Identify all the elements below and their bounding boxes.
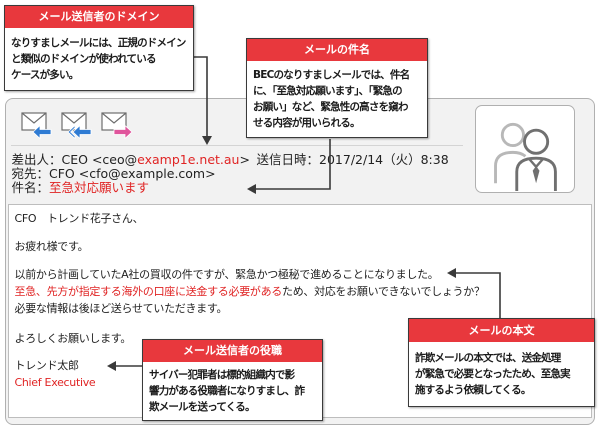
body-line-1: 以前から計画していたA社の買収の件ですが、緊急かつ極秘で進めることになりました。 (14, 267, 439, 281)
subject-value: 至急対応願います (49, 179, 150, 195)
body-greeting: CFO トレンド花子さん、 (14, 211, 144, 225)
from-label: 差出人： (11, 151, 62, 167)
callout-body: BECのなりすましメールでは、件名 に、「至急対応願います」、「緊急の お願い」… (247, 61, 427, 137)
callout-line: 響力がある役職者になりすまし、詐 (149, 385, 305, 397)
callout-line: BECのなりすましメールでは、件名 (253, 69, 410, 81)
callout-title: メール送信者のドメイン (5, 6, 193, 28)
callout-line: 詐欺メールの本文では、送金処理 (415, 352, 561, 364)
toolbar-separator (11, 145, 463, 146)
callout-body: サイバー犯罪者は標的組織内で影 響力がある役職者になりすまし、詐 欺メールを送っ… (143, 362, 322, 420)
sent-value: 2017/2/14（火）8:38 (319, 151, 449, 167)
blank-line (15, 255, 591, 266)
callout-title: メールの本文 (409, 319, 594, 342)
to-value: CFO <cfo@example.com> (49, 165, 216, 181)
from-address-suffix: > (239, 151, 250, 167)
body-line-3: 必要な情報は後ほど送らせていただきます。 (14, 301, 228, 315)
callout-line: サイバー犯罪者は標的組織内で影 (149, 369, 295, 381)
callout-body-text: メールの本文 詐欺メールの本文では、送金処理 が緊急で必要となったため、至急実 … (408, 318, 595, 407)
callout-body: 詐欺メールの本文では、送金処理 が緊急で必要となったため、至急実 施するよう依頼… (409, 342, 594, 406)
sent-label: 送信日時： (256, 151, 320, 167)
signature-name: トレンド太郎 (14, 358, 80, 372)
email-header-fields: 差出人：CEO <ceo@examp1e.net.au> 宛先：CFO <cfo… (11, 151, 250, 195)
callout-line: せる内容が用いられる。 (253, 117, 361, 129)
callout-title: メールの件名 (247, 39, 427, 61)
callout-body: なりすましメールには、正規のドメイン と類似のドメインが使われている ケースが多… (5, 28, 193, 90)
avatar (474, 104, 575, 193)
signature-title: Chief Executive (14, 375, 96, 389)
body-line-2-rest: ため、対応をお願いできないでしょうか？ (282, 284, 485, 298)
subject-label: 件名： (11, 179, 50, 195)
forward-icon[interactable] (100, 110, 134, 140)
body-closing: よろしくお願いします。 (14, 331, 132, 345)
sent-date-field: 送信日時：2017/2/14（火）8:38 (256, 151, 449, 167)
callout-line: に、「至急対応願います」、「緊急の (253, 85, 403, 97)
callout-subject: メールの件名 BECのなりすましメールでは、件名 に、「至急対応願います」、「緊… (246, 38, 428, 138)
subject-field: 件名：至急対応願います (11, 179, 250, 195)
reply-icon[interactable] (20, 110, 54, 140)
users-icon (493, 122, 557, 191)
callout-line: ケースが多い。 (11, 69, 79, 81)
callout-line: が緊急で必要となったため、至急実 (415, 368, 571, 380)
callout-sender-role: メール送信者の役職 サイバー犯罪者は標的組織内で影 響力がある役職者になりすまし… (142, 339, 323, 421)
body-line-2-highlight: 至急、先方が指定する海外の口座に送金する必要がある (14, 284, 283, 298)
body-line-2: 至急、先方が指定する海外の口座に送金する必要があるため、対応をお願いできないでし… (15, 283, 591, 300)
from-address-domain: examp1e.net.au (137, 151, 240, 167)
reply-all-icon[interactable] (60, 110, 94, 140)
callout-sender-domain: メール送信者のドメイン なりすましメールには、正規のドメイン と類似のドメインが… (4, 5, 194, 91)
from-field: 差出人：CEO <ceo@examp1e.net.au> (11, 151, 250, 167)
callout-line: お願い」など、緊急性の高さを窺わ (253, 101, 408, 113)
from-address-prefix: CEO <ceo@ (61, 151, 138, 167)
callout-title: メール送信者の役職 (143, 340, 322, 362)
callout-line: 施するよう依頼してくる。 (415, 384, 531, 396)
callout-line: 欺メールを送ってくる。 (149, 401, 255, 413)
to-field: 宛先：CFO <cfo@example.com> (11, 165, 250, 181)
blank-line (15, 227, 591, 238)
callout-line: なりすましメールには、正規のドメイン (11, 37, 186, 49)
callout-line: と類似のドメインが使われている (11, 53, 156, 65)
body-opening: お疲れ様です。 (14, 239, 89, 253)
to-label: 宛先： (11, 165, 50, 181)
